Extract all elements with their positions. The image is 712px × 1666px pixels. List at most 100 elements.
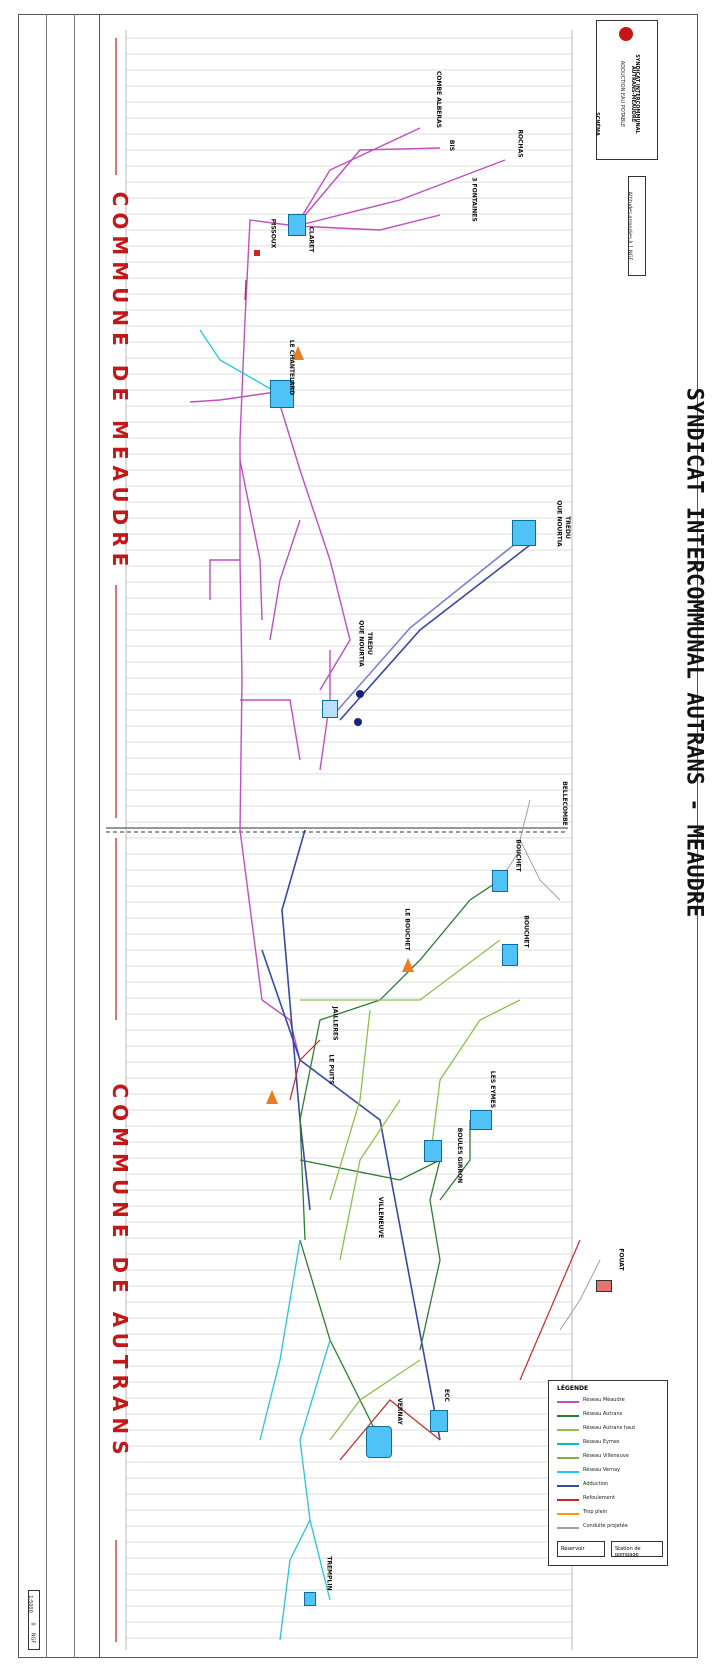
scale-label-2: 0 (29, 1622, 36, 1626)
site-label-bellecombe: BELLECOMBE (560, 781, 568, 826)
legend-row: Réseau Autrans (549, 1411, 667, 1425)
legend-row: Conduite projetée (549, 1523, 667, 1537)
cartouche-line4: SCHÉMA (593, 112, 600, 136)
autrans-light-network (300, 939, 521, 1441)
site-label-rochas: ROCHAS (516, 129, 524, 158)
legend-swatch (557, 1443, 579, 1445)
legend-label: Refoulement (583, 1495, 615, 1501)
legend-label: Réseau Méaudre (583, 1397, 625, 1403)
legend-title: LÉGENDE (557, 1385, 589, 1392)
meaudre-network (189, 127, 506, 1061)
legend-row: Adduction (549, 1481, 667, 1495)
site-label-les-eymes: LES EYMES (489, 1070, 497, 1109)
left-strip-divider-2 (74, 14, 75, 1658)
legend-row: Réseau Autrans haut (549, 1425, 667, 1439)
flame-marker-3 (266, 1090, 278, 1104)
legend-label: Conduite projetée (583, 1523, 628, 1529)
legend-swatch (557, 1457, 579, 1459)
autrans-network (299, 879, 501, 1441)
legend-label: Trop plein (583, 1509, 608, 1515)
altitude-gridlines (125, 30, 573, 1650)
tank-bouchet-1[interactable] (492, 870, 508, 892)
legend-row: Refoulement (549, 1495, 667, 1509)
tank-les-eymes[interactable] (470, 1110, 492, 1130)
left-strip (18, 14, 100, 1658)
site-label-le-bouchet: LE BOUCHET (403, 908, 411, 951)
pump-marker (356, 690, 364, 698)
tank-tredu-mid[interactable] (322, 700, 338, 718)
legend-swatch (557, 1485, 579, 1487)
legend-swatch (557, 1415, 579, 1417)
left-strip-divider-1 (46, 14, 47, 1658)
site-label-vernay: VERNAY (395, 1398, 403, 1425)
site-label-fouat: FOUAT (617, 1248, 625, 1271)
legend-row: Réseau Méaudre (549, 1397, 667, 1411)
page-title: SYNDICAT INTERCOMMUNAL AUTRANS - MEAUDRE (681, 387, 707, 918)
commune-label-autrans: COMMUNE DE AUTRANS (108, 1083, 132, 1461)
site-label-tredu-mid: TREDU (365, 632, 373, 655)
site-label-tredu-top: TREDU (563, 516, 571, 539)
cartouche-line2: AUTRANS-MEAUDRE (630, 65, 637, 123)
legend-box-reservoir-label: Réservoir (561, 1546, 585, 1552)
legend-label: Adduction (583, 1481, 609, 1487)
legend-label: Réseau Autrans (583, 1411, 623, 1417)
site-label-le-puits: LE PUITS (327, 1054, 335, 1085)
site-label-villeneuve: VILLENEUVE (377, 1196, 385, 1239)
tank-tremplin[interactable] (304, 1592, 316, 1606)
legend-swatch (557, 1499, 579, 1501)
legend-label: Réseau Vernay (583, 1467, 621, 1473)
note-box: Altitudes arrondies à 1 NGF (626, 176, 646, 276)
legend-swatch (557, 1401, 579, 1403)
legend-label: Réseau Autrans haut (583, 1425, 636, 1431)
scale-box: 1:5000 0 NGF (26, 1590, 40, 1650)
legend-swatch (557, 1429, 579, 1431)
legend-row: Réseau Eymes (549, 1439, 667, 1453)
tank-claret[interactable] (288, 214, 306, 236)
site-label-tredu-top2: QUE NOURTIA (555, 500, 563, 547)
site-label-ecc: ECC (442, 1389, 450, 1402)
note-text: Altitudes arrondies à 1 NGF (626, 191, 633, 261)
site-label-tredu-mid2: QUE NOURTIA (357, 620, 365, 667)
legend-swatch (557, 1527, 579, 1529)
site-label-3-fontaines: 3 FONTAINES (470, 177, 478, 222)
site-label-boules-girron: BOULES GIRRON (456, 1127, 464, 1184)
legend-row: Réseau Villeneuve (549, 1453, 667, 1467)
legend-row: Réseau Vernay (549, 1467, 667, 1481)
cartouche-line3: ADDUCTION EAU POTABLE (619, 60, 626, 128)
site-label-jailleres: JAILLERES (331, 1006, 339, 1041)
adduction-main (261, 539, 531, 1441)
legend-swatch (557, 1513, 579, 1515)
tank-boules-girron[interactable] (424, 1140, 442, 1162)
refoulement-lines (244, 279, 581, 1461)
tank-vernay[interactable] (366, 1426, 392, 1458)
cyan-network (199, 329, 331, 1641)
tank-ecc[interactable] (430, 1410, 448, 1432)
site-label-bis: BIS (448, 139, 456, 152)
site-label-pissoux: PISSOUX (269, 218, 277, 249)
bellecombe-lines (499, 799, 601, 1331)
tank-bouchet-2[interactable] (502, 944, 518, 966)
site-label-combe-alberas: COMBE ALBERAS (434, 71, 442, 128)
legend-box-station: Station de pompage (611, 1541, 663, 1558)
pissoux-marker[interactable] (254, 250, 260, 256)
title-cartouche: SYNDICAT INTERCOMMUNAL AUTRANS-MEAUDRE A… (593, 20, 658, 160)
tank-tredu-top[interactable] (512, 520, 536, 546)
fouat-station[interactable] (596, 1280, 612, 1292)
legend-box-reservoir: Réservoir (557, 1541, 605, 1557)
flame-marker-2 (402, 958, 414, 972)
site-label-bouchet-2: BOUCHET (522, 915, 530, 948)
commune-label-meaudre: COMMUNE DE MEAUDRE (108, 191, 132, 573)
pump-marker-2 (354, 718, 362, 726)
flame-marker-1 (292, 346, 304, 360)
legend-swatch (557, 1471, 579, 1473)
cartouche-logo-icon (619, 27, 633, 41)
scale-label-1: 1:5000 (26, 1595, 33, 1613)
site-label-tremplin: TREMPLIN (325, 1556, 333, 1591)
legend-row: Trop plein (549, 1509, 667, 1523)
tank-chantelard[interactable] (270, 380, 294, 408)
scale-label-3: NGF (29, 1632, 36, 1644)
legend-label: Réseau Villeneuve (583, 1453, 629, 1459)
